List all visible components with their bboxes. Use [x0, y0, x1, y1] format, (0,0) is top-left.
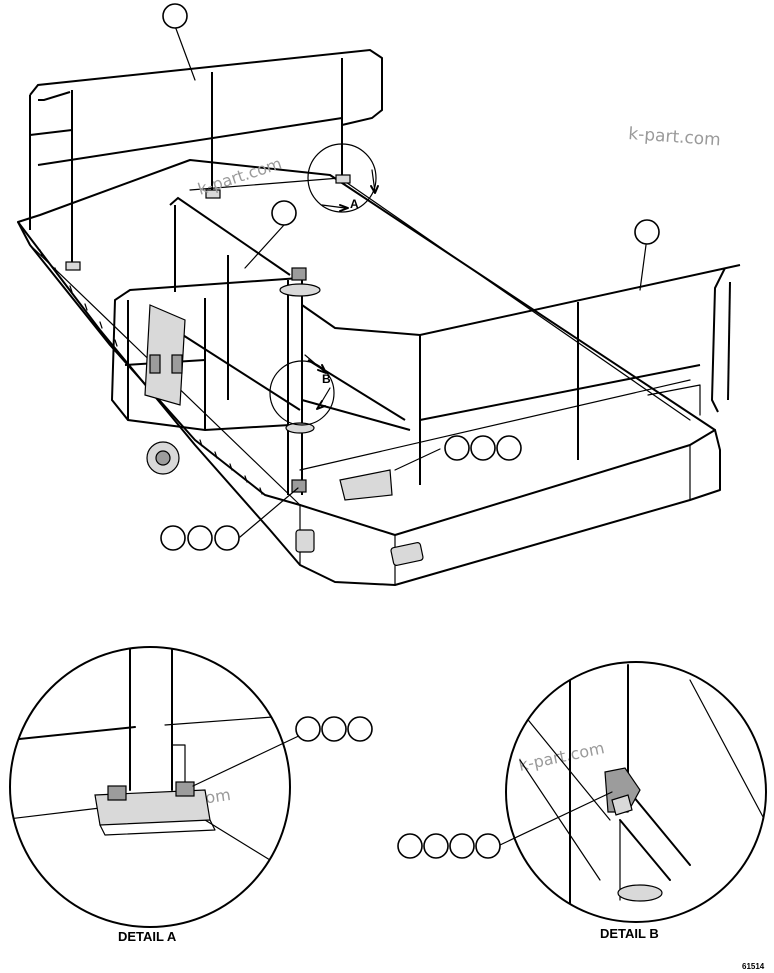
detail-a: DETAIL A	[9, 646, 373, 944]
item-bubble	[271, 200, 297, 226]
item-bubble	[160, 525, 186, 551]
detail-a-title: DETAIL A	[118, 929, 177, 944]
item-bubble	[321, 716, 347, 742]
platform-deck	[17, 159, 721, 586]
item-bubble	[187, 525, 213, 551]
detail-b-title: DETAIL B	[600, 926, 659, 941]
view-a-indicator: A	[307, 143, 379, 213]
watermark: k-part.com	[195, 154, 284, 199]
front-light-left	[295, 529, 315, 553]
gate-post	[279, 267, 321, 495]
item-bubble	[295, 716, 321, 742]
item-bubble	[444, 435, 470, 461]
drawing-number: 61514	[742, 962, 765, 971]
rear-railing	[29, 48, 383, 271]
item-bubble	[496, 435, 522, 461]
side-railing	[169, 196, 301, 411]
item-bubble	[423, 833, 449, 859]
corner-plate	[339, 469, 393, 501]
front-light-right	[390, 542, 424, 566]
view-b-label: B	[322, 372, 331, 386]
watermark: k-part.com	[628, 124, 722, 150]
item-bubble	[475, 833, 501, 859]
item-bubble	[449, 833, 475, 859]
leader-lines	[174, 25, 647, 538]
item-bubble	[634, 219, 660, 245]
side-rail-teeth	[39, 249, 263, 495]
view-b-indicator: B	[269, 354, 335, 426]
platform-front-edge	[299, 429, 716, 536]
platform-assembly: A B	[17, 3, 741, 586]
gate-panel	[144, 304, 186, 406]
swing-gate	[110, 277, 301, 475]
item-bubble	[470, 435, 496, 461]
item-bubble	[347, 716, 373, 742]
view-a-label: A	[350, 197, 359, 211]
item-bubble	[214, 525, 240, 551]
item-bubble	[397, 833, 423, 859]
watermark: k-part.com	[517, 738, 606, 775]
detail-b: DETAIL B	[397, 661, 767, 941]
item-bubble	[162, 3, 188, 29]
item-callout-bubbles	[160, 3, 660, 551]
